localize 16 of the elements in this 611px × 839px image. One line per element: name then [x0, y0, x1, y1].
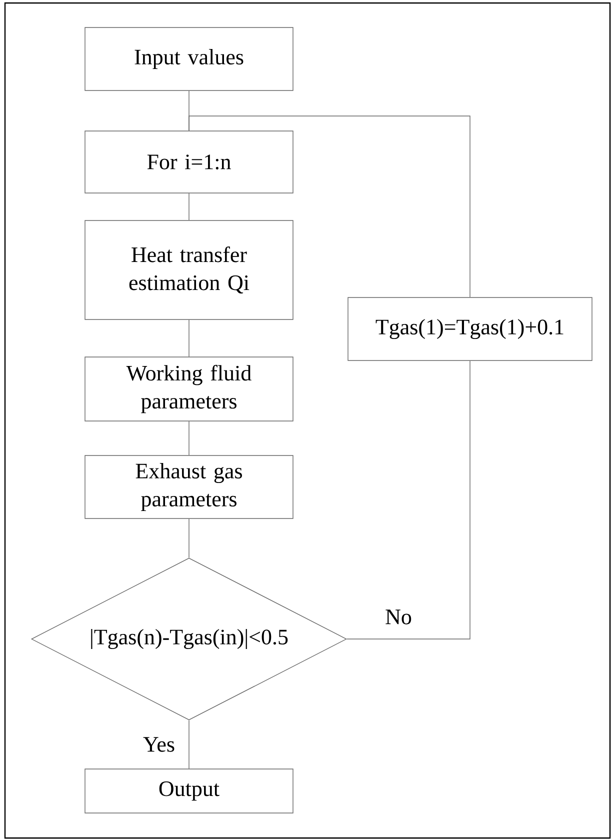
process-box: Exhaust gas parameters	[84, 455, 294, 519]
process-box: Input values	[84, 27, 294, 91]
process-box: Heat transfer estimation Qi	[84, 220, 294, 320]
edge-label: Yes	[142, 736, 176, 753]
process-box: For i=1:n	[84, 130, 294, 194]
connector-line	[188, 720, 190, 769]
connector-line	[346, 360, 470, 640]
process-box: Output	[84, 768, 294, 814]
process-box: Tgas(1)=Tgas(1)+0.1	[348, 297, 592, 361]
connector-line	[188, 518, 190, 558]
connector-line	[188, 421, 190, 456]
connector-line	[188, 116, 470, 298]
edge-label: No	[384, 608, 413, 626]
connector-line	[188, 320, 190, 357]
process-box: Working fluid parameters	[84, 356, 294, 422]
connector-line	[188, 193, 190, 220]
